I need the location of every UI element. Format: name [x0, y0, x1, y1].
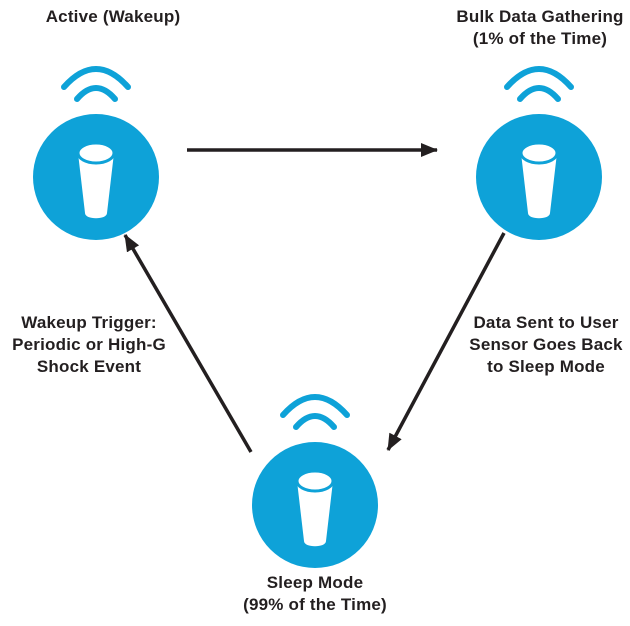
- sleep-node-label-line1: Sleep Mode: [266, 573, 364, 592]
- data-sent-edge-label: Data Sent to User Sensor Goes Back to Sl…: [446, 312, 630, 378]
- sensor-body-icon: [297, 481, 333, 547]
- sensor-body-icon: [521, 153, 557, 219]
- bulk-node-label-line1: Bulk Data Gathering: [456, 7, 624, 26]
- active-node-label: Active (Wakeup): [13, 6, 213, 28]
- active-node-label-line: Active (Wakeup): [45, 7, 181, 26]
- data-sent-line1: Data Sent to User: [473, 313, 619, 332]
- signal-wave-small-icon: [293, 413, 337, 430]
- signal-wave-large-icon: [61, 66, 131, 90]
- sensor-body-icon: [78, 153, 114, 219]
- wakeup-trigger-line2: Periodic or High-G: [12, 335, 166, 354]
- arrow-sleep-to-active: [123, 234, 253, 453]
- wakeup-trigger-line3: Shock Event: [36, 357, 142, 376]
- signal-wave-small-icon: [517, 85, 561, 102]
- signal-wave-small-icon: [74, 85, 118, 102]
- bulk-node-label: Bulk Data Gathering (1% of the Time): [440, 6, 630, 50]
- arrow-bulk-to-sleep: [386, 232, 506, 451]
- signal-wave-large-icon: [504, 66, 574, 90]
- bulk-sensor-icon: [476, 66, 602, 240]
- data-sent-line2: Sensor Goes Back: [469, 335, 623, 354]
- data-sent-line3: to Sleep Mode: [487, 357, 605, 376]
- signal-wave-large-icon: [280, 394, 350, 418]
- sleep-sensor-icon: [252, 394, 378, 568]
- bulk-node-label-line2: (1% of the Time): [472, 29, 608, 48]
- sleep-node-label: Sleep Mode (99% of the Time): [215, 572, 415, 616]
- wakeup-trigger-edge-label: Wakeup Trigger: Periodic or High-G Shock…: [0, 312, 178, 378]
- sleep-node-label-line2: (99% of the Time): [243, 595, 387, 614]
- sensor-top-icon: [76, 141, 116, 165]
- active-sensor-icon: [33, 66, 159, 240]
- sensor-top-icon: [295, 469, 335, 493]
- sensor-top-icon: [519, 141, 559, 165]
- wakeup-trigger-line1: Wakeup Trigger:: [21, 313, 157, 332]
